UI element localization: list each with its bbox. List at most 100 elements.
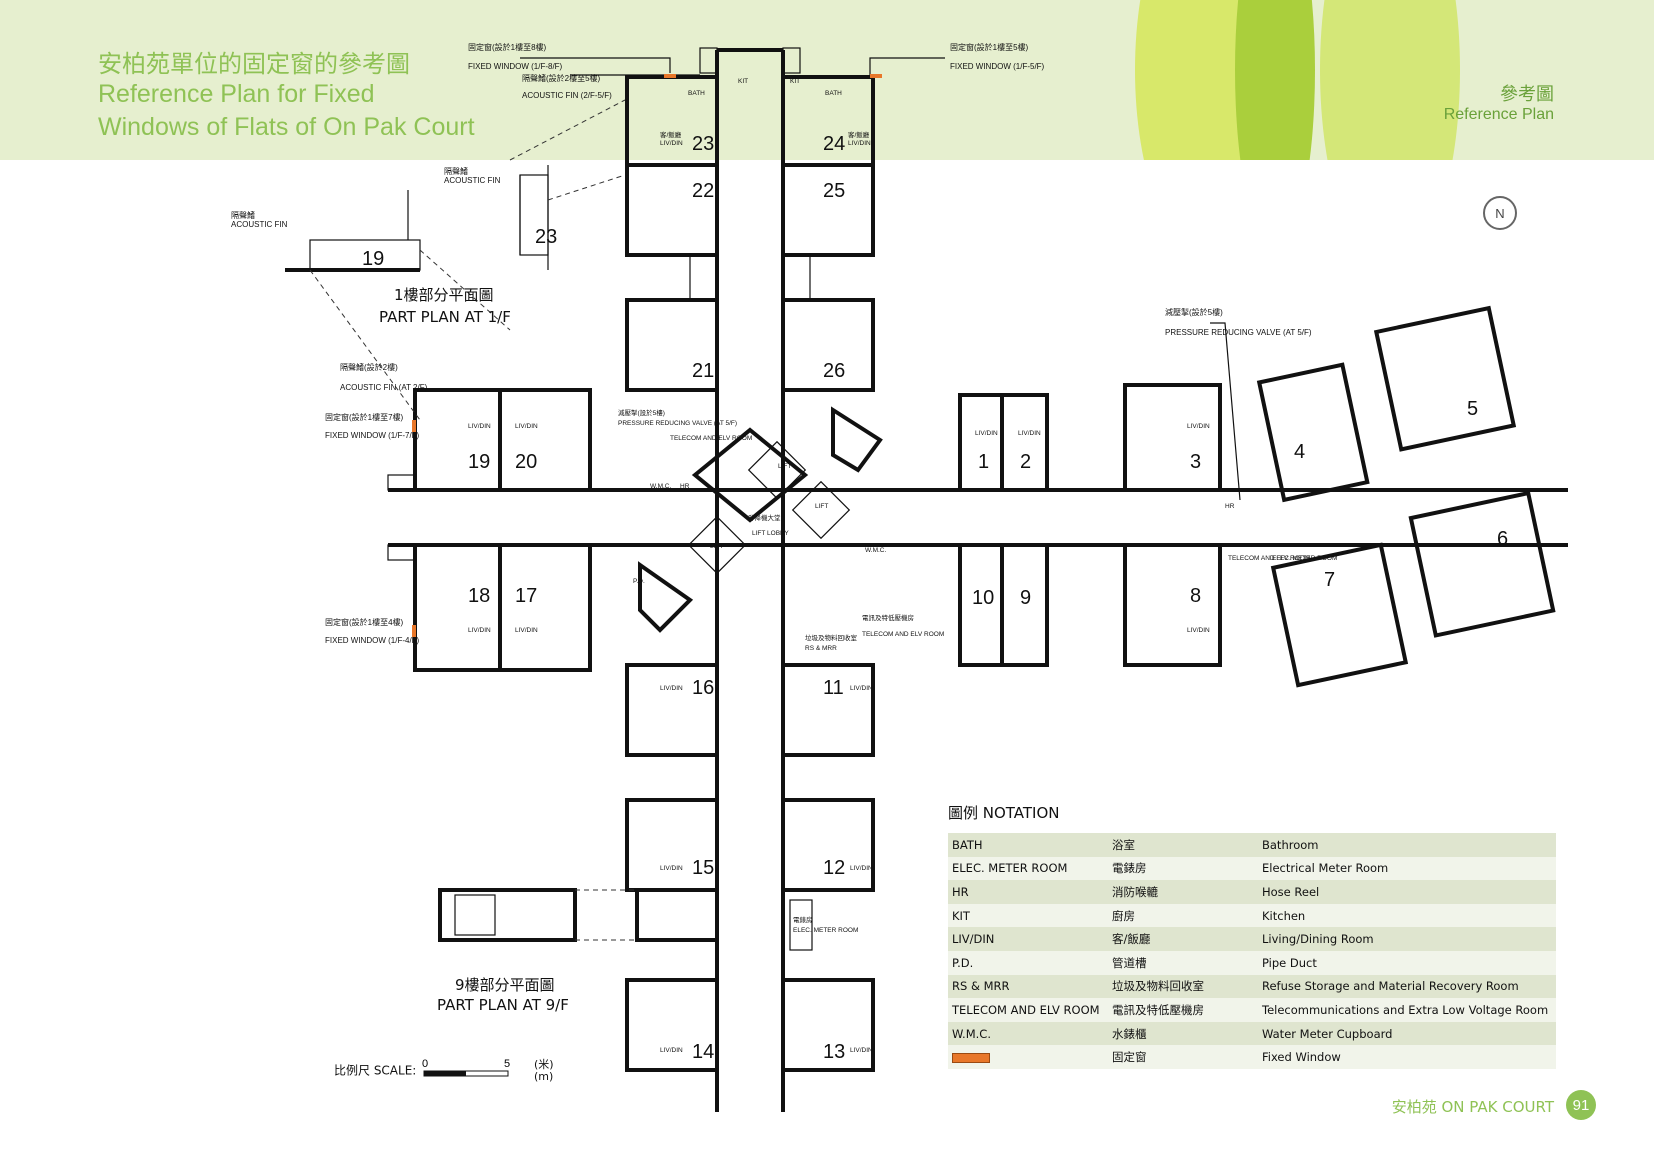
room-label: LIV/DIN bbox=[850, 865, 873, 872]
legend-en: Bathroom bbox=[1262, 837, 1319, 852]
pd-label: P.D. bbox=[633, 578, 645, 585]
part-plan-title: 9樓部分平面圖 bbox=[455, 976, 555, 994]
room-label: LIV/DIN bbox=[515, 423, 538, 430]
legend-en: Refuse Storage and Material Recovery Roo… bbox=[1262, 979, 1519, 994]
scale-unit-en: (m) bbox=[534, 1070, 554, 1083]
flat-number: 13 bbox=[823, 1041, 845, 1063]
elec-label: ELEC. METER ROOM bbox=[793, 927, 858, 934]
central-core bbox=[638, 406, 883, 633]
section-title-en: Reference Plan bbox=[1443, 106, 1554, 123]
page-number: 91 bbox=[1566, 1090, 1596, 1120]
flat-number: 6 bbox=[1497, 528, 1508, 550]
scale-graphic: 0 5 bbox=[422, 1058, 510, 1077]
flat-number: 19 bbox=[468, 451, 490, 473]
part-plan-titles: 1樓部分平面圖 PART PLAN AT 1/F 9樓部分平面圖 PART PL… bbox=[379, 286, 569, 1014]
legend-row: BATH 浴室 Bathroom bbox=[948, 833, 1556, 857]
flat-number: 11 bbox=[823, 677, 844, 699]
notation-title: 圖例 NOTATION bbox=[948, 804, 1060, 822]
flat-number: 2 bbox=[1020, 451, 1031, 473]
legend-code: HR bbox=[952, 884, 969, 899]
legend-swatch-cell bbox=[948, 1050, 1112, 1064]
callout-text: FIXED WINDOW (1/F-7/F) bbox=[325, 431, 420, 440]
room-label: LIV/DIN bbox=[660, 1047, 683, 1054]
flat-number: 18 bbox=[468, 585, 490, 607]
scale-bar: 比例尺 SCALE: 0 5 (米) (m) bbox=[334, 1058, 554, 1084]
callout-text: 隔聲鰭 bbox=[231, 210, 255, 220]
callout-text: ACOUSTIC FIN (AT 2/F) bbox=[340, 383, 428, 392]
legend-zh: 固定窗 bbox=[1112, 1050, 1147, 1065]
flat-number: 16 bbox=[692, 677, 714, 699]
legend-en: Hose Reel bbox=[1262, 884, 1320, 899]
decor-blob bbox=[1320, 0, 1460, 160]
lift-lobby-label: 升降機大堂 bbox=[748, 513, 781, 522]
prv-label: PRESSURE REDUCING VALVE (AT 5/F) bbox=[618, 420, 737, 427]
legend-zh: 浴室 bbox=[1112, 837, 1135, 852]
part-plan-title: PART PLAN AT 1/F bbox=[379, 308, 511, 326]
telecom-label: TELECOM AND ELV ROOM bbox=[670, 435, 752, 442]
room-label: LIV/DIN bbox=[1187, 423, 1210, 430]
part-plan-flat-number: 23 bbox=[535, 226, 557, 248]
room-label: LIV/DIN bbox=[975, 430, 998, 437]
telecom-label: TELECOM AND ELV ROOM bbox=[1228, 555, 1310, 562]
callout-text: 隔聲鰭 bbox=[444, 166, 468, 176]
wmc-label: W.M.C. bbox=[650, 483, 671, 490]
callout-text: FIXED WINDOW (1/F-4/F) bbox=[325, 636, 420, 645]
flat-number: 1 bbox=[978, 451, 989, 473]
legend-zh: 客/飯廳 bbox=[1112, 932, 1151, 947]
flat-number: 7 bbox=[1324, 569, 1335, 591]
flat-number: 15 bbox=[692, 857, 714, 879]
core-labels: LIFT LIFT LIFT 升降機大堂 LIFT LOBBY 減壓掣(設於5樓… bbox=[618, 408, 1337, 934]
telecom-label: 電訊及特低壓機房 bbox=[862, 613, 914, 622]
room-labels: 客/飯廳 LIV/DIN 客/飯廳 LIV/DIN BATH BATH KIT … bbox=[468, 78, 1210, 1054]
east-wing bbox=[958, 383, 1222, 667]
fixed-window-swatch bbox=[952, 1052, 990, 1063]
legend-en: Water Meter Cupboard bbox=[1262, 1026, 1393, 1041]
legend-en: Fixed Window bbox=[1262, 1050, 1341, 1065]
part-plan-9f bbox=[438, 888, 637, 942]
header-band: 安柏苑單位的固定窗的參考圖 Reference Plan for Fixed W… bbox=[0, 0, 1654, 160]
room-label: LIV/DIN bbox=[468, 423, 491, 430]
room-label: BATH bbox=[825, 90, 842, 97]
legend-row: HR 消防喉轆 Hose Reel bbox=[948, 880, 1556, 904]
flat-number: 23 bbox=[692, 133, 714, 155]
hr-label: HR bbox=[1225, 503, 1235, 510]
callout-text: 固定窗(設於1樓至4樓) bbox=[325, 617, 404, 627]
prv-label: 減壓掣(設於5樓) bbox=[618, 408, 665, 417]
flat-number: 20 bbox=[515, 451, 537, 473]
flat-number: 14 bbox=[692, 1041, 714, 1063]
room-label: LIV/DIN bbox=[1018, 430, 1041, 437]
flat-number: 10 bbox=[972, 587, 994, 609]
callout-text: PRESSURE REDUCING VALVE (AT 5/F) bbox=[1165, 328, 1312, 337]
callout-text: 隔聲鰭(設於2樓) bbox=[340, 362, 398, 372]
far-east-wing bbox=[1256, 305, 1556, 688]
legend-code: ELEC. METER ROOM bbox=[952, 861, 1068, 876]
legend-zh: 電錶房 bbox=[1112, 861, 1147, 876]
room-label: KIT bbox=[738, 78, 748, 85]
legend-code: RS & MRR bbox=[952, 979, 1010, 994]
wmc-label: W.M.C. bbox=[865, 547, 886, 554]
legend-en: Living/Dining Room bbox=[1262, 932, 1374, 947]
north-arrow-icon: N bbox=[1483, 196, 1517, 230]
flat-number: 3 bbox=[1190, 451, 1201, 473]
legend-row: P.D. 管道槽 Pipe Duct bbox=[948, 950, 1556, 975]
room-label: LIV/DIN bbox=[515, 627, 538, 634]
notation-legend: 圖例 NOTATION BATH 浴室 Bathroom ELEC. METER… bbox=[948, 802, 1556, 1069]
fixed-window-markers bbox=[412, 74, 882, 637]
callout-text: FIXED WINDOW (1/F-5/F) bbox=[950, 62, 1045, 71]
part-plan-title: 1樓部分平面圖 bbox=[394, 286, 494, 304]
part-plan-1f bbox=[285, 99, 626, 421]
legend-row: ELEC. METER ROOM 電錶房 Electrical Meter Ro… bbox=[948, 856, 1556, 881]
west-wing bbox=[387, 388, 592, 672]
lift-label: LIFT bbox=[815, 503, 828, 510]
legend-en: Pipe Duct bbox=[1262, 955, 1317, 970]
legend-row: W.M.C. 水錶櫃 Water Meter Cupboard bbox=[948, 1021, 1556, 1046]
decor-blob bbox=[1235, 0, 1315, 160]
legend-code: TELECOM AND ELV ROOM bbox=[952, 1002, 1100, 1017]
legend-zh: 電訊及特低壓機房 bbox=[1112, 1002, 1204, 1017]
callout-text: FIXED WINDOW (1/F-8/F) bbox=[468, 62, 563, 71]
rs-label: 垃圾及物料回收室 bbox=[805, 633, 858, 642]
callout-text: ACOUSTIC FIN (2/F-5/F) bbox=[522, 91, 612, 100]
flat-number: 12 bbox=[823, 857, 845, 879]
telecom-label: TELECOM AND ELV ROOM bbox=[862, 631, 944, 638]
